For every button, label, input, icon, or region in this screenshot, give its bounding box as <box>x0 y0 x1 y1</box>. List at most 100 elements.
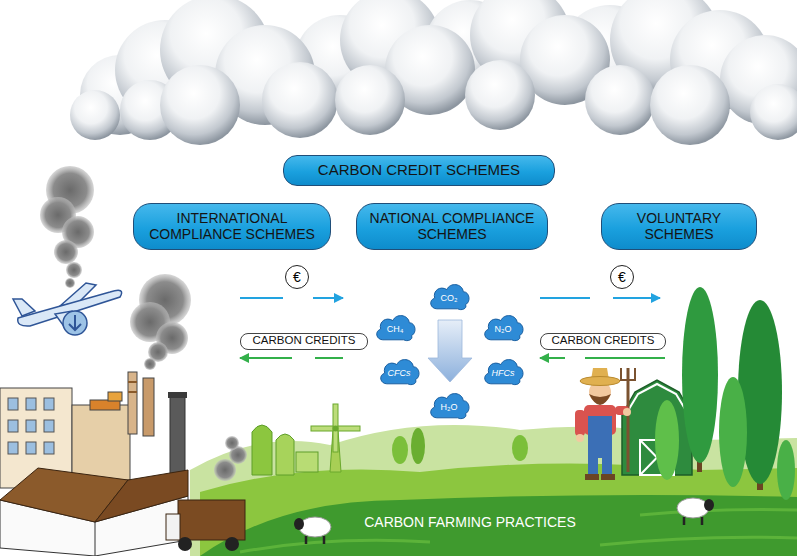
farmer <box>575 410 585 436</box>
node-text: CARBON CREDITS <box>253 334 356 347</box>
farmer <box>601 474 615 480</box>
farm-field <box>200 495 797 556</box>
windmill <box>311 404 360 472</box>
smoke-plume <box>66 262 82 278</box>
factory <box>26 420 36 432</box>
scheme-box: NATIONAL COMPLIANCE SCHEMES <box>356 203 548 250</box>
gas-cloud: H₂O <box>427 389 471 421</box>
farm-field <box>240 510 797 552</box>
node-text: CARBON CREDIT SCHEMES <box>318 161 520 178</box>
node-text: N₂O <box>495 324 512 334</box>
barn <box>626 384 688 414</box>
windmill <box>333 404 338 428</box>
credit-label: CARBON CREDITS <box>540 333 666 350</box>
airplane <box>63 311 87 335</box>
trees <box>655 400 679 480</box>
sky-clouds <box>465 60 535 130</box>
factory <box>170 396 185 480</box>
credit-arrow <box>315 357 343 359</box>
credit-arrow <box>240 357 292 359</box>
farm-buildings <box>252 425 318 475</box>
credit-label: CARBON CREDITS <box>240 333 368 350</box>
smoke-plume <box>40 166 94 288</box>
farm-buildings <box>252 425 272 475</box>
payment-arrow <box>540 297 590 299</box>
factory <box>8 442 18 454</box>
emission-arrow <box>428 320 472 382</box>
node-text: CARBON CREDITS <box>552 334 655 347</box>
trees <box>682 287 718 463</box>
cloud-outline <box>431 394 469 419</box>
sky-clouds <box>262 62 338 138</box>
windmill <box>338 426 360 431</box>
gas-cloud: CO₂ <box>427 280 471 312</box>
payment-arrow <box>613 297 660 299</box>
farmer <box>576 434 584 442</box>
factory <box>8 420 18 432</box>
factory <box>143 378 154 436</box>
scheme-box: INTERNATIONAL COMPLIANCE SCHEMES <box>133 203 331 250</box>
truck <box>166 514 180 540</box>
farmer <box>575 368 635 480</box>
payment-arrow <box>240 297 283 299</box>
factory <box>128 372 137 434</box>
sky-clouds <box>335 65 405 135</box>
payment-arrow <box>313 297 343 299</box>
farmer <box>589 394 611 405</box>
farmer <box>623 408 631 416</box>
sheep <box>677 498 709 518</box>
factory <box>26 442 36 454</box>
factory <box>128 382 137 392</box>
factory <box>44 442 54 454</box>
sky-clouds <box>750 84 797 140</box>
node-text: H₂O <box>441 402 458 412</box>
node-text: INTERNATIONAL COMPLIANCE SCHEMES <box>146 210 318 242</box>
sheep <box>704 499 714 511</box>
node-text: € <box>293 269 301 285</box>
factory <box>44 398 54 410</box>
farmer <box>627 368 630 472</box>
factory <box>44 420 54 432</box>
trees <box>777 440 795 500</box>
farmer <box>621 368 635 380</box>
smoke-plume <box>130 274 191 370</box>
airplane <box>69 315 81 330</box>
sky-clouds <box>70 0 797 145</box>
factory <box>72 405 130 480</box>
farm-buildings <box>296 452 318 472</box>
gas-cloud: HFCs <box>481 355 525 387</box>
sheep <box>299 517 331 537</box>
windmill <box>311 426 333 431</box>
sky-clouds <box>650 65 730 145</box>
credit-arrow <box>540 357 565 359</box>
farm-buildings <box>276 434 294 475</box>
sky-clouds <box>70 90 120 140</box>
farmer <box>602 456 612 476</box>
node-text: NATIONAL COMPLIANCE SCHEMES <box>369 210 535 242</box>
truck <box>225 537 239 551</box>
smoke-plume <box>144 358 156 370</box>
cloud-outline <box>377 316 415 341</box>
smoke-plume <box>54 240 78 264</box>
sheep <box>294 518 304 530</box>
background-trees <box>411 428 425 464</box>
truck <box>178 537 192 551</box>
sky-clouds <box>585 65 655 135</box>
truck <box>166 436 247 551</box>
farmer <box>588 416 612 458</box>
sheep <box>306 536 324 544</box>
gas-cloud: CFCs <box>377 355 421 387</box>
farmer <box>588 456 598 476</box>
truck <box>178 500 245 540</box>
farm-field <box>200 463 797 556</box>
factory <box>95 522 96 556</box>
background-trees <box>392 436 408 464</box>
sheep <box>294 498 714 544</box>
node-text: VOLUNTARY SCHEMES <box>614 210 744 242</box>
node-text: HFCs <box>492 368 515 378</box>
emission-arrow <box>428 320 472 382</box>
airplane <box>13 283 122 335</box>
trees <box>719 377 747 487</box>
background-trees <box>392 428 528 464</box>
